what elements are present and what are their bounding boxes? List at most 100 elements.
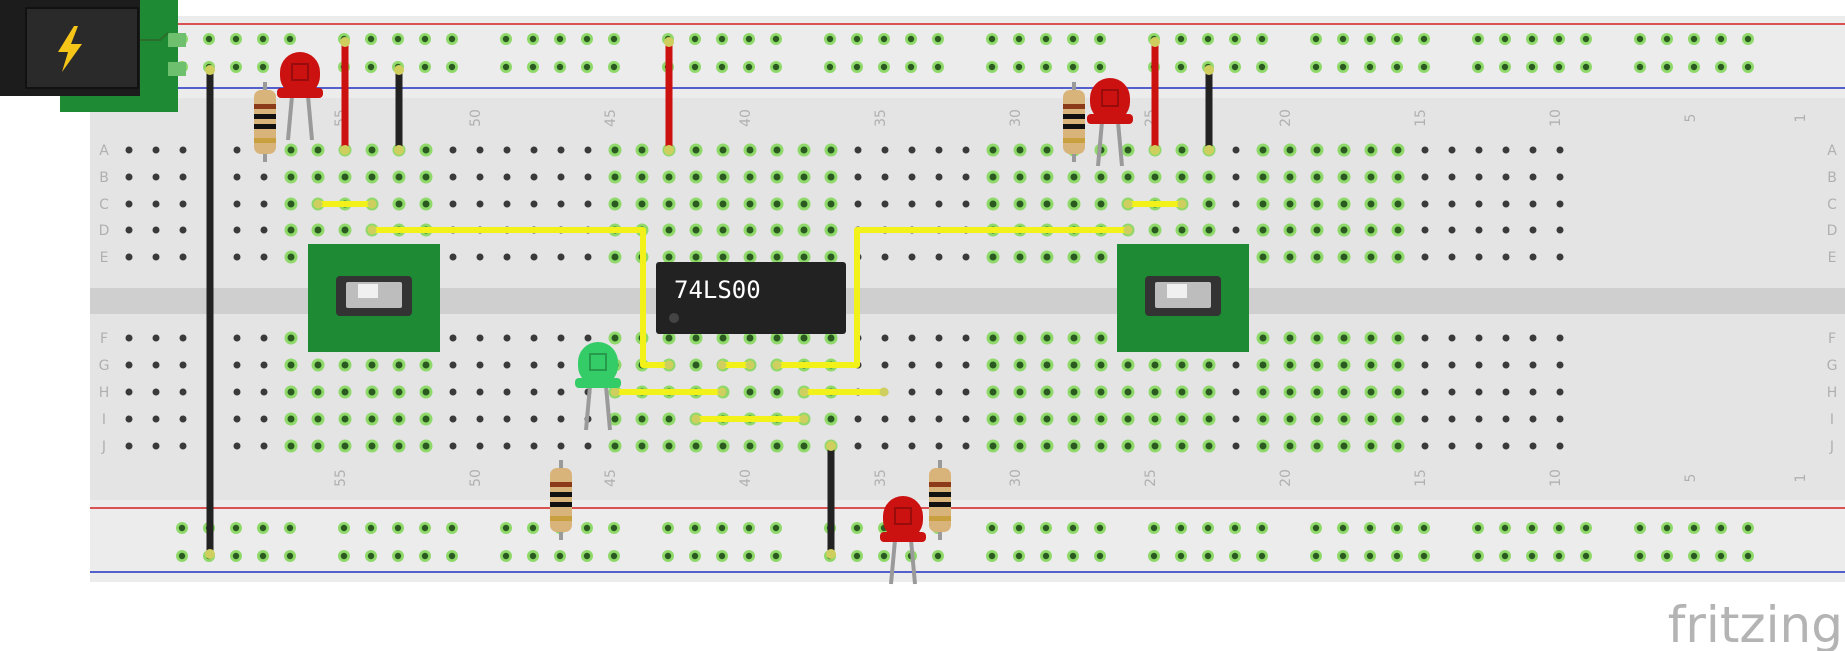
hole xyxy=(773,334,781,342)
resistor-band xyxy=(550,502,572,507)
row-label: F xyxy=(100,331,108,347)
hole xyxy=(530,173,538,181)
hole xyxy=(1556,173,1564,181)
resistor-band xyxy=(929,482,951,487)
hole xyxy=(962,200,970,208)
hole xyxy=(908,253,916,261)
hole xyxy=(341,361,349,369)
rail-hole xyxy=(232,524,240,532)
rail-hole xyxy=(1042,35,1050,43)
hole xyxy=(1529,334,1537,342)
hole xyxy=(692,226,700,234)
hole xyxy=(125,226,133,234)
hole xyxy=(1394,253,1402,261)
hole xyxy=(584,200,592,208)
slide-switch-right[interactable] xyxy=(1117,244,1249,352)
hole xyxy=(1313,334,1321,342)
rail-hole xyxy=(745,552,753,560)
rail-hole xyxy=(880,63,888,71)
hole xyxy=(692,442,700,450)
resistor-left xyxy=(254,82,276,162)
hole xyxy=(395,415,403,423)
hole xyxy=(179,226,187,234)
hole xyxy=(665,226,673,234)
hole xyxy=(1448,173,1456,181)
hole xyxy=(962,253,970,261)
rail-hole xyxy=(1312,63,1320,71)
hole xyxy=(1556,200,1564,208)
hole xyxy=(503,415,511,423)
hole xyxy=(1421,388,1429,396)
hole xyxy=(1232,415,1240,423)
hole xyxy=(395,442,403,450)
rail-hole xyxy=(286,552,294,560)
hole xyxy=(1016,361,1024,369)
rail-hole xyxy=(448,63,456,71)
hole xyxy=(476,334,484,342)
hole xyxy=(1529,361,1537,369)
hole xyxy=(800,200,808,208)
hole xyxy=(125,253,133,261)
hole xyxy=(125,173,133,181)
hole xyxy=(1016,146,1024,154)
hole xyxy=(1340,442,1348,450)
hole xyxy=(719,146,727,154)
ic-74ls00: 74LS00 xyxy=(656,262,846,334)
hole xyxy=(584,334,592,342)
rail-hole xyxy=(1393,552,1401,560)
rail-hole xyxy=(1474,63,1482,71)
hole xyxy=(854,173,862,181)
hole xyxy=(314,173,322,181)
hole xyxy=(1259,334,1267,342)
hole xyxy=(773,173,781,181)
hole xyxy=(1394,388,1402,396)
hole xyxy=(422,146,430,154)
hole xyxy=(611,415,619,423)
hole xyxy=(152,146,160,154)
hole xyxy=(1016,253,1024,261)
hole xyxy=(1313,361,1321,369)
hole xyxy=(935,253,943,261)
rail-hole xyxy=(1501,552,1509,560)
hole xyxy=(638,200,646,208)
rail-hole xyxy=(421,524,429,532)
hole xyxy=(1151,388,1159,396)
hole xyxy=(314,361,322,369)
hole xyxy=(287,226,295,234)
rail-hole xyxy=(988,63,996,71)
hole xyxy=(152,442,160,450)
hole xyxy=(719,334,727,342)
hole xyxy=(962,388,970,396)
hole xyxy=(827,200,835,208)
hole xyxy=(1421,226,1429,234)
hole xyxy=(1502,253,1510,261)
hole xyxy=(1421,361,1429,369)
hole xyxy=(1043,200,1051,208)
hole xyxy=(908,173,916,181)
hole xyxy=(1151,226,1159,234)
rail-hole xyxy=(1420,63,1428,71)
hole xyxy=(989,334,997,342)
hole xyxy=(1502,200,1510,208)
hole xyxy=(341,388,349,396)
hole xyxy=(260,361,268,369)
hole xyxy=(1367,146,1375,154)
wire-end xyxy=(340,37,350,47)
hole xyxy=(800,226,808,234)
wire-end xyxy=(799,414,809,424)
resistor-band xyxy=(1063,114,1085,119)
hole xyxy=(179,415,187,423)
column-number: 45 xyxy=(603,469,619,487)
wire-end xyxy=(826,441,836,451)
rail-hole xyxy=(340,552,348,560)
hole xyxy=(989,146,997,154)
hole xyxy=(1475,200,1483,208)
hole xyxy=(530,334,538,342)
hole xyxy=(1448,361,1456,369)
hole xyxy=(1529,415,1537,423)
hole xyxy=(746,253,754,261)
hole xyxy=(800,253,808,261)
rail-hole xyxy=(1015,63,1023,71)
rail-hole xyxy=(1312,552,1320,560)
slide-switch-left[interactable] xyxy=(308,244,440,352)
